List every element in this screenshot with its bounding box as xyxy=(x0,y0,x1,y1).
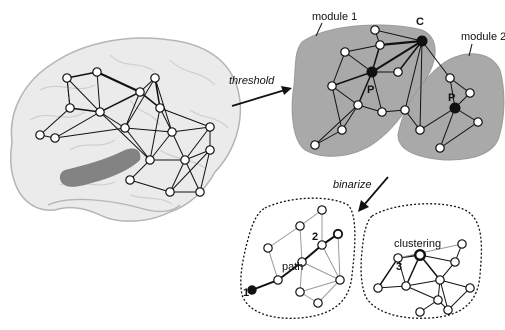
module-net-node xyxy=(436,144,444,152)
clustering-panel-outline xyxy=(361,204,481,319)
path-start-label: 1 xyxy=(243,287,249,299)
path-network xyxy=(248,206,344,307)
brain-net-node xyxy=(136,88,144,96)
path-panel-outline xyxy=(241,198,355,318)
module-net-node xyxy=(354,101,362,109)
path-net-node xyxy=(296,222,304,230)
brain-net-node xyxy=(181,156,189,164)
clust-net-node xyxy=(402,282,410,290)
module-net-node xyxy=(474,118,482,126)
path-net-node xyxy=(264,244,272,252)
brain-net-node xyxy=(63,74,71,82)
path-net-edge xyxy=(268,248,278,280)
path-net-node xyxy=(318,241,326,249)
module-net-node xyxy=(367,67,377,77)
brain-net-node xyxy=(121,124,129,132)
brain-net-node xyxy=(151,74,159,82)
brain-net-node xyxy=(168,128,176,136)
clust-net-node xyxy=(458,240,466,248)
path-net-edge xyxy=(300,226,302,262)
clust-net-node xyxy=(436,276,444,284)
provincial-hub-label-b: P xyxy=(448,92,455,104)
module-net-node xyxy=(311,141,319,149)
brain-net-node xyxy=(51,134,59,142)
module-net-node xyxy=(416,126,424,134)
clust-net-node xyxy=(466,284,474,292)
clust-net-node xyxy=(451,258,459,266)
module-net-node xyxy=(378,108,386,116)
brain-net-node xyxy=(156,104,164,112)
clust-net-edge xyxy=(406,286,438,300)
path-net-node xyxy=(296,288,304,296)
path-net-edge xyxy=(302,262,340,280)
path-net-node xyxy=(334,230,342,238)
module-net-node xyxy=(371,26,379,34)
clust-net-edge xyxy=(406,280,440,286)
brain-net-node xyxy=(146,156,154,164)
path-net-node xyxy=(318,206,326,214)
module-net-node xyxy=(446,74,454,82)
clust-net-node xyxy=(434,296,442,304)
module-net-node xyxy=(341,48,349,56)
connector-hub-label: C xyxy=(416,16,424,28)
threshold-label: threshold xyxy=(229,75,275,87)
brain-net-node xyxy=(96,108,104,116)
binarize-label: binarize xyxy=(333,179,372,191)
module-net-node xyxy=(466,89,474,97)
brain-net-node xyxy=(206,123,214,131)
clustering-network xyxy=(374,240,474,316)
brain-net-node xyxy=(196,188,204,196)
path-label: path xyxy=(282,261,303,273)
module-net-node xyxy=(401,106,409,114)
clust-net-node xyxy=(416,308,424,316)
module-net-node xyxy=(394,68,402,76)
path-net-edge xyxy=(268,226,300,248)
brain-net-node xyxy=(36,131,44,139)
brain-net-node xyxy=(206,146,214,154)
provincial-hub-label-a: P xyxy=(367,84,374,96)
clustering-label: clustering xyxy=(394,238,441,250)
brain-net-node xyxy=(126,176,134,184)
module-net-node xyxy=(450,103,460,113)
module-net-node xyxy=(376,41,384,49)
path-net-edge xyxy=(322,245,340,280)
clust-net-edge xyxy=(378,258,398,288)
brain-net-node xyxy=(166,188,174,196)
threshold-arrow xyxy=(232,86,292,106)
path-end-label: 2 xyxy=(312,231,318,243)
module-net-node xyxy=(328,82,336,90)
clust-net-node xyxy=(374,284,382,292)
path-net-node xyxy=(274,276,282,284)
brain-net-node xyxy=(93,68,101,76)
brain-net-node xyxy=(66,104,74,112)
module-net-node xyxy=(417,36,427,46)
module-1-label: module 1 xyxy=(312,11,357,23)
path-net-edge xyxy=(338,234,340,280)
cluster-node-label: 3 xyxy=(396,261,402,273)
clust-net-node xyxy=(415,250,425,260)
module-net-node xyxy=(338,126,346,134)
module-2-label: module 2 xyxy=(461,31,505,43)
path-net-node xyxy=(314,299,322,307)
path-net-node xyxy=(336,276,344,284)
clust-net-node xyxy=(444,306,452,314)
